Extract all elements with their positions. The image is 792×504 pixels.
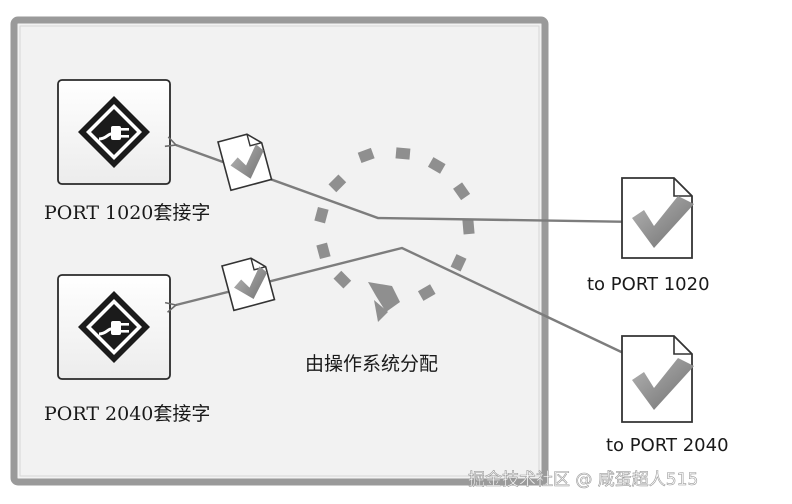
watermark: 掘金技术社区 @ 咸蛋超人515: [468, 470, 698, 490]
check-icon: [632, 196, 694, 248]
document-icon: [621, 177, 694, 259]
socket-1-label: PORT 1020套接字: [44, 202, 210, 224]
document-icon: [221, 257, 276, 312]
socket-1-card: [57, 79, 171, 185]
document-icon: [621, 335, 694, 423]
target-1020-label: to PORT 1020: [587, 274, 710, 295]
plug-icon: [78, 96, 150, 168]
allocation-cycle-icon: [314, 147, 475, 322]
check-icon: [230, 144, 264, 179]
target-2040-label: to PORT 2040: [606, 435, 729, 456]
check-icon: [234, 266, 268, 299]
os-allocation-label: 由操作系统分配: [305, 353, 438, 375]
plug-icon: [78, 291, 150, 363]
socket-2-card: [57, 274, 171, 380]
document-icon: [217, 133, 273, 192]
check-icon: [632, 358, 694, 410]
socket-2-label: PORT 2040套接字: [44, 403, 210, 425]
